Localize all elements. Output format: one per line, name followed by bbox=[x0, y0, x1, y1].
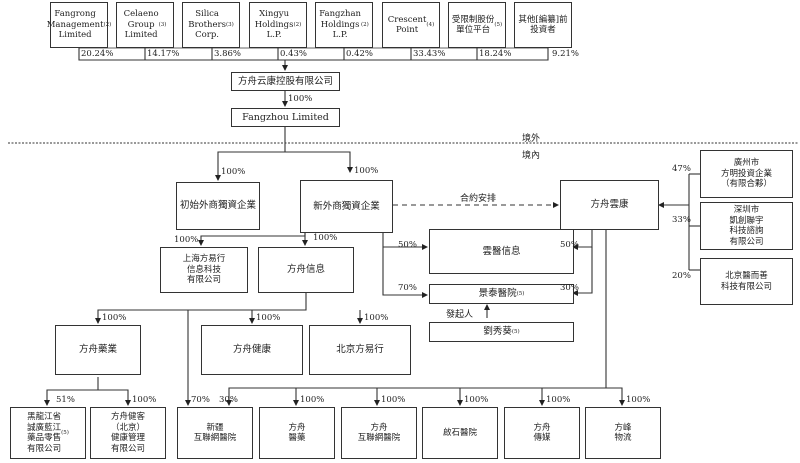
shareholder-name: Crescent Point bbox=[387, 14, 427, 36]
holding-company: 方舟云康控股有限公司 bbox=[231, 72, 340, 91]
pct-vie-holder-3: 20% bbox=[672, 271, 691, 281]
pct-yunyi-left: 50% bbox=[398, 240, 417, 250]
new-wfoe: 新外商獨資企業 bbox=[300, 180, 393, 233]
footnote: (5) bbox=[516, 291, 525, 297]
fangzhou-limited: Fangzhou Limited bbox=[231, 108, 340, 127]
onshore-label: 境內 bbox=[522, 151, 541, 161]
pct-xinjiang-30: 30% bbox=[219, 395, 238, 405]
pct-fz-jianke: 100% bbox=[132, 395, 157, 405]
fangzhou-internet-hospital: 方舟 互聯網醫院 bbox=[341, 407, 417, 459]
pct-silica: 3.86% bbox=[214, 49, 242, 59]
pct-shanghai: 100% bbox=[174, 235, 199, 245]
contractual-arrangements-label: 合約安排 bbox=[460, 194, 497, 204]
pct-xinjiang-70: 70% bbox=[191, 395, 210, 405]
shareholder-rsu-platform: 受限制股份 單位平台(5) bbox=[448, 2, 506, 48]
pct-jingtai-left: 70% bbox=[398, 283, 417, 293]
shareholder-crescent: Crescent Point(4) bbox=[382, 2, 440, 48]
pct-fz-medicine: 100% bbox=[300, 395, 325, 405]
pct-fz-internet-hospital: 100% bbox=[381, 395, 406, 405]
shareholder-name: Fangrong Management Limited bbox=[46, 9, 104, 41]
initial-wfoe: 初始外商獨資企業 bbox=[176, 182, 260, 230]
fangzhou-media: 方舟 傳媒 bbox=[504, 407, 580, 459]
vie-holder-guangzhou: 廣州市 方明投資企業 （有限合夥） bbox=[700, 150, 793, 198]
pct-holding-fangzhou: 100% bbox=[288, 94, 313, 104]
shareholder-name: Xingyu Holdings L.P. bbox=[254, 9, 294, 41]
shanghai-fangyixing: 上海方易行 信息科技 有限公司 bbox=[160, 247, 248, 293]
shareholder-other-investors: 其他[編纂]前 投資者 bbox=[514, 2, 572, 48]
fangzhou-pharma: 方舟藥業 bbox=[55, 325, 141, 375]
heilongjiang-name: 黑龍江省 誠廣藍江 藥品零售 有限公司 bbox=[27, 412, 62, 454]
footnote: (2) bbox=[103, 21, 112, 28]
fangzhou-jianke-beijing: 方舟健客 （北京） 健康管理 有限公司 bbox=[90, 407, 166, 459]
shareholder-fangzhan: Fangzhan Holdings L.P.(2) bbox=[315, 2, 373, 48]
footnote: (5) bbox=[511, 329, 520, 335]
pct-new-wfoe: 100% bbox=[354, 166, 379, 176]
pct-rsu-platform: 18.24% bbox=[479, 49, 512, 59]
heilongjiang-pharmacy: 黑龍江省 誠廣藍江 藥品零售 有限公司(5) bbox=[10, 407, 86, 459]
footnote: (3) bbox=[158, 21, 167, 28]
footnote: (5) bbox=[61, 429, 69, 436]
founder-name: 劉秀葵 bbox=[483, 326, 512, 337]
pct-qishi-hospital: 100% bbox=[464, 395, 489, 405]
pct-fz-info: 100% bbox=[313, 233, 338, 243]
fangzhou-info: 方舟信息 bbox=[258, 247, 354, 293]
offshore-label: 境外 bbox=[522, 134, 541, 144]
pct-vie-holder-1: 47% bbox=[672, 164, 691, 174]
shareholder-xingyu: Xingyu Holdings L.P.(2) bbox=[249, 2, 307, 48]
yunyi-info: 雲醫信息 bbox=[429, 229, 574, 274]
shareholder-celaeno: Celaeno Group Limited(3) bbox=[116, 2, 174, 48]
shareholder-name: 其他[編纂]前 投資者 bbox=[518, 14, 568, 36]
shareholder-name: Celaeno Group Limited bbox=[123, 9, 159, 41]
shareholder-name: 受限制股份 單位平台 bbox=[451, 14, 495, 36]
pct-vie-holder-2: 33% bbox=[672, 215, 691, 225]
xinjiang-internet-hospital: 新疆 互聯網醫院 bbox=[177, 407, 253, 459]
shareholder-silica: Silica Brothers Corp.(3) bbox=[182, 2, 240, 48]
beijing-fangyixing: 北京方易行 bbox=[309, 325, 411, 375]
footnote: (5) bbox=[494, 21, 503, 28]
jingtai-hospital: 景泰醫院(5) bbox=[429, 284, 574, 304]
vie-holder-beijing: 北京醫而善 科技有限公司 bbox=[700, 258, 793, 305]
pct-bj-fyx: 100% bbox=[364, 313, 389, 323]
qishi-hospital: 啟石醫院 bbox=[422, 407, 498, 459]
pct-initial-wfoe: 100% bbox=[221, 167, 246, 177]
footnote: (4) bbox=[426, 21, 435, 28]
pct-jingtai-right: 30% bbox=[560, 283, 579, 293]
footnote: (2) bbox=[293, 21, 302, 28]
shareholder-fangrong: Fangrong Management Limited(2) bbox=[46, 2, 112, 48]
pct-xingyu: 0.43% bbox=[280, 49, 308, 59]
pct-heilongjiang: 51% bbox=[56, 395, 75, 405]
pct-crescent: 33.43% bbox=[413, 49, 446, 59]
shareholder-name: Fangzhan Holdings L.P. bbox=[319, 9, 361, 41]
footnote: (3) bbox=[225, 21, 234, 28]
pct-fangfeng-logistics: 100% bbox=[626, 395, 651, 405]
fangzhou-health: 方舟健康 bbox=[201, 325, 303, 375]
fangzhou-medicine: 方舟 醫藥 bbox=[259, 407, 335, 459]
jingtai-name: 景泰醫院 bbox=[478, 288, 517, 299]
pct-fangzhan: 0.42% bbox=[346, 49, 374, 59]
sponsor-label: 發起人 bbox=[446, 310, 474, 320]
vie-fangzhou-yunkang: 方舟雲康 bbox=[560, 180, 659, 230]
footnote: (2) bbox=[361, 21, 369, 28]
fangfeng-logistics: 方峰 物流 bbox=[585, 407, 661, 459]
pct-fangrong: 20.24% bbox=[81, 49, 114, 59]
pct-fz-media: 100% bbox=[546, 395, 571, 405]
pct-yunyi-right: 50% bbox=[560, 240, 579, 250]
vie-holder-shenzhen: 深圳市 凱創聯宇 科技諮詢 有限公司 bbox=[700, 202, 793, 250]
shareholder-name: Silica Brothers Corp. bbox=[188, 9, 226, 41]
pct-fz-pharma: 100% bbox=[102, 313, 127, 323]
pct-fz-health: 100% bbox=[256, 313, 281, 323]
pct-celaeno: 14.17% bbox=[147, 49, 180, 59]
pct-other-investors: 9.21% bbox=[552, 49, 580, 59]
founder-liu-xiukui: 劉秀葵(5) bbox=[429, 322, 574, 342]
